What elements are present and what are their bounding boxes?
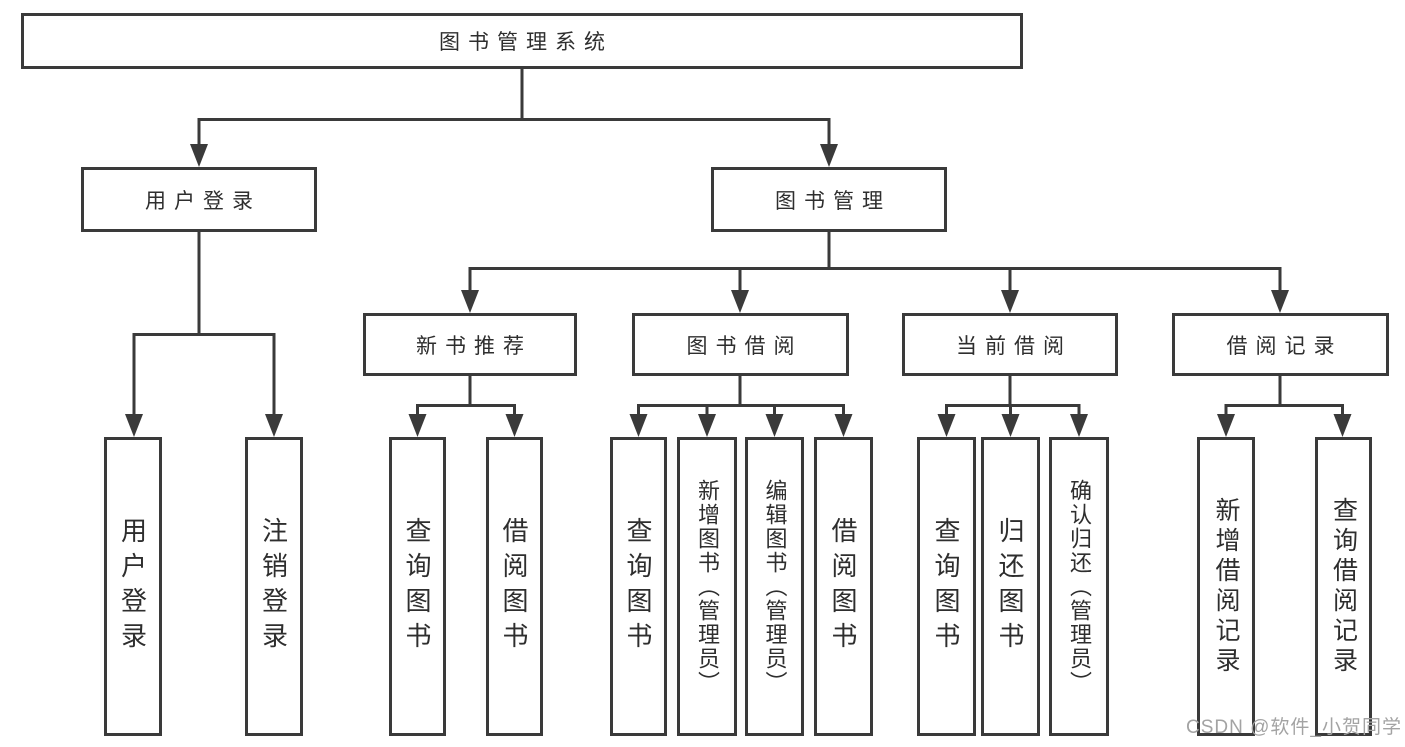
node-current-borrow-label: 当前借阅	[956, 334, 1072, 358]
leaf-add-books-admin: 新增图书（管理员）	[677, 437, 737, 736]
node-current-borrow: 当前借阅	[902, 313, 1118, 376]
leaf-confirm-return-admin-label: 确认归还（管理员）	[1067, 478, 1092, 695]
leaf-borrow-search-books-label: 查询图书	[623, 516, 653, 657]
leaf-logout: 注销登录	[245, 437, 303, 736]
node-new-book-recommend-label: 新书推荐	[416, 334, 532, 358]
leaf-recommend-borrow-books-label: 借阅图书	[499, 516, 529, 657]
leaf-borrow-books: 借阅图书	[814, 437, 873, 736]
node-book-management: 图书管理	[711, 167, 947, 232]
leaf-return-books-label: 归还图书	[995, 516, 1025, 657]
leaf-borrow-books-label: 借阅图书	[828, 516, 858, 657]
leaf-return-books: 归还图书	[981, 437, 1040, 736]
leaf-current-search-books-label: 查询图书	[931, 516, 961, 657]
leaf-logout-label: 注销登录	[258, 516, 289, 657]
leaf-edit-books-admin: 编辑图书（管理员）	[745, 437, 804, 736]
node-book-management-label: 图书管理	[775, 189, 891, 213]
watermark: CSDN @软件_小贺同学	[1186, 717, 1402, 738]
node-book-borrow: 图书借阅	[632, 313, 849, 376]
leaf-search-borrow-record-label: 查询借阅记录	[1329, 496, 1358, 677]
leaf-user-login: 用户登录	[104, 437, 162, 736]
node-user-login-label: 用户登录	[145, 189, 261, 213]
leaf-add-borrow-record-label: 新增借阅记录	[1212, 496, 1240, 677]
leaf-recommend-borrow-books: 借阅图书	[486, 437, 543, 736]
node-book-borrow-label: 图书借阅	[686, 334, 803, 358]
leaf-edit-books-admin-label: 编辑图书（管理员）	[762, 478, 788, 695]
node-root: 图书管理系统	[21, 13, 1023, 69]
node-root-label: 图书管理系统	[439, 31, 613, 54]
leaf-borrow-search-books: 查询图书	[610, 437, 667, 736]
leaf-search-borrow-record: 查询借阅记录	[1315, 437, 1372, 736]
node-borrow-records-label: 借阅记录	[1226, 334, 1343, 358]
node-new-book-recommend: 新书推荐	[363, 313, 577, 376]
leaf-add-borrow-record: 新增借阅记录	[1197, 437, 1255, 736]
node-borrow-records: 借阅记录	[1172, 313, 1389, 376]
leaf-user-login-label: 用户登录	[117, 516, 148, 657]
leaf-current-search-books: 查询图书	[917, 437, 976, 736]
leaf-recommend-search-books: 查询图书	[389, 437, 446, 736]
leaf-confirm-return-admin: 确认归还（管理员）	[1049, 437, 1109, 736]
node-user-login: 用户登录	[81, 167, 317, 232]
leaf-recommend-search-books-label: 查询图书	[402, 516, 432, 657]
leaf-add-books-admin-label: 新增图书（管理员）	[695, 478, 720, 695]
